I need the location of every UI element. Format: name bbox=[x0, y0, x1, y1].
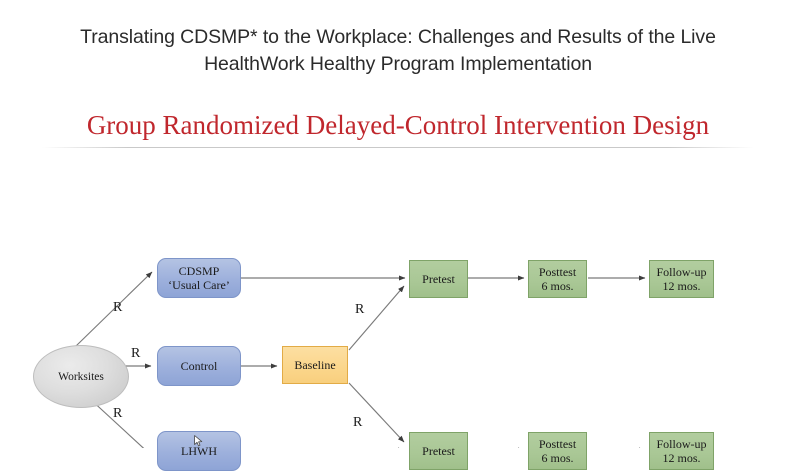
node-posttest-top-label-line-1: Posttest bbox=[538, 265, 577, 279]
node-cdsmp-label-line-2: ‘Usual Care’ bbox=[168, 278, 230, 292]
node-followup-bottom[interactable]: Follow-up 12 mos. bbox=[649, 432, 714, 470]
node-posttest-top[interactable]: Posttest 6 mos. bbox=[528, 260, 587, 298]
node-lhwh-label: LHWH bbox=[181, 444, 217, 458]
node-posttest-bottom-label-line-2: 6 mos. bbox=[541, 451, 574, 465]
node-cdsmp-label-line-1: CDSMP bbox=[178, 264, 220, 278]
node-pretest-bottom[interactable]: Pretest bbox=[409, 432, 468, 470]
page-title-line-1: Translating CDSMP* to the Workplace: Cha… bbox=[80, 26, 716, 48]
edge-baseline-pretest-top bbox=[348, 285, 405, 351]
edge-baseline-pretest-bottom bbox=[348, 382, 405, 443]
edge-label-r-baseline-down: R bbox=[353, 415, 363, 430]
node-followup-bottom-label-line-1: Follow-up bbox=[656, 437, 707, 451]
node-posttest-top-label-line-2: 6 mos. bbox=[541, 279, 574, 293]
node-baseline[interactable]: Baseline bbox=[282, 346, 348, 384]
edge-label-r-middle: R bbox=[131, 346, 141, 361]
edge-label-r-baseline-up: R bbox=[355, 302, 365, 317]
node-pretest-top[interactable]: Pretest bbox=[409, 260, 468, 298]
node-followup-top[interactable]: Follow-up 12 mos. bbox=[649, 260, 714, 298]
node-posttest-bottom[interactable]: Posttest 6 mos. bbox=[528, 432, 587, 470]
node-baseline-label: Baseline bbox=[294, 358, 336, 372]
node-posttest-bottom-label-line-1: Posttest bbox=[538, 437, 577, 451]
node-control-label: Control bbox=[180, 359, 218, 373]
intervention-design-diagram: Worksites CDSMP ‘Usual Care’ Control LHW… bbox=[0, 150, 796, 471]
node-pretest-bottom-label: Pretest bbox=[422, 444, 455, 458]
node-followup-bottom-label-line-2: 12 mos. bbox=[662, 451, 701, 465]
slide-canvas: Group Randomized Delayed-Control Interve… bbox=[0, 100, 796, 471]
node-followup-top-label-line-2: 12 mos. bbox=[662, 279, 701, 293]
node-followup-top-label-line-1: Follow-up bbox=[656, 265, 707, 279]
node-control[interactable]: Control bbox=[157, 346, 241, 386]
page-title: Translating CDSMP* to the Workplace: Cha… bbox=[0, 24, 796, 78]
edge-worksites-cdsmp bbox=[75, 271, 153, 347]
slide-title: Group Randomized Delayed-Control Interve… bbox=[86, 110, 710, 140]
node-pretest-top-label: Pretest bbox=[422, 272, 455, 286]
node-lhwh[interactable]: LHWH bbox=[157, 431, 241, 471]
page-title-line-2: HealthWork Healthy Program Implementatio… bbox=[204, 53, 592, 75]
node-cdsmp-usual-care[interactable]: CDSMP ‘Usual Care’ bbox=[157, 258, 241, 298]
edge-label-r-top: R bbox=[113, 300, 123, 315]
slide-title-divider bbox=[42, 147, 754, 148]
edge-label-r-bottom: R bbox=[113, 406, 123, 421]
node-worksites-label: Worksites bbox=[58, 370, 104, 383]
diagram-connectors bbox=[75, 271, 646, 448]
node-worksites[interactable]: Worksites bbox=[33, 345, 129, 408]
